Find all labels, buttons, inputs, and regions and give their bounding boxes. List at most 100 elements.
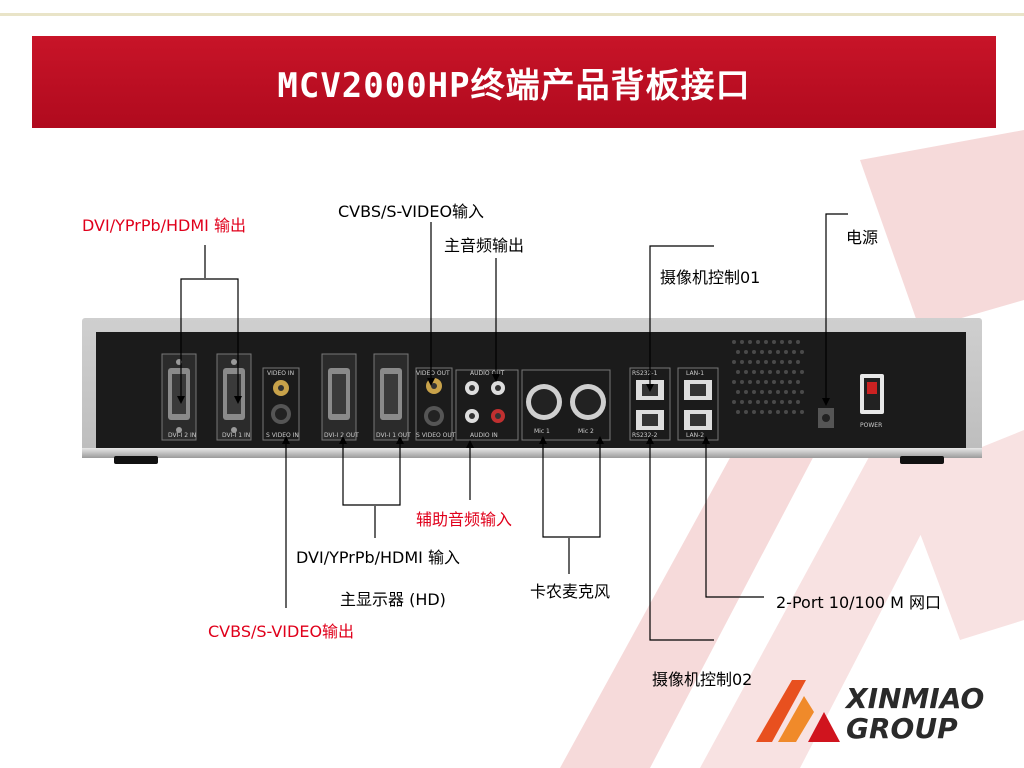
video-out-group <box>415 367 453 441</box>
panel-label-s-video-out: S VIDEO OUT <box>416 432 456 439</box>
vent-hole <box>772 380 776 384</box>
vent-hole <box>792 390 796 394</box>
vent-hole <box>792 370 796 374</box>
panel-label-rs232-2: RS232-2 <box>632 432 658 439</box>
vent-hole <box>760 410 764 414</box>
label-dvi-in: DVI/YPrPb/HDMI 输入 <box>296 548 460 567</box>
vent-hole <box>760 390 764 394</box>
panel-label-video-in: VIDEO IN <box>267 370 295 377</box>
panel-label-power: POWER <box>860 422 883 429</box>
vent-hole <box>788 360 792 364</box>
vent-hole <box>772 360 776 364</box>
vent-hole <box>752 350 756 354</box>
label-aux-audio-in: 辅助音频输入 <box>416 510 513 529</box>
vent-hole <box>776 390 780 394</box>
rs232-group <box>629 367 671 441</box>
vent-hole <box>784 350 788 354</box>
panel-label-lan1: LAN-1 <box>686 370 705 377</box>
label-dvi-out: DVI/YPrPb/HDMI 输出 <box>82 216 246 235</box>
vent-hole <box>740 360 744 364</box>
vent-hole <box>740 380 744 384</box>
vent-hole <box>764 360 768 364</box>
vent-hole <box>732 360 736 364</box>
vent-hole <box>752 390 756 394</box>
panel-label-lan2: LAN-2 <box>686 432 705 439</box>
vent-hole <box>784 370 788 374</box>
vent-hole <box>788 400 792 404</box>
vent-hole <box>732 340 736 344</box>
vent-hole <box>796 400 800 404</box>
panel-label-audio-out: AUDIO OUT <box>470 370 505 377</box>
panel-label-rs232-1: RS232-1 <box>632 370 658 377</box>
panel-label-video-out: VIDEO OUT <box>416 370 450 377</box>
panel-label-dvi1-in: DVI-I 1 IN <box>222 432 251 439</box>
vent-hole <box>788 380 792 384</box>
vent-hole <box>748 340 752 344</box>
label-power: 电源 <box>846 228 879 247</box>
vent-hole <box>764 340 768 344</box>
device-ports <box>161 340 884 441</box>
dvi1-out-port <box>373 353 409 441</box>
device-foot-left <box>114 456 158 464</box>
vent-hole <box>796 340 800 344</box>
label-main-audio-out: 主音频输出 <box>444 236 525 255</box>
vent-hole <box>788 340 792 344</box>
vent-hole <box>752 410 756 414</box>
label-xlr-mic: 卡农麦克风 <box>530 582 611 601</box>
xinmiao-logo-mark <box>756 680 840 742</box>
video-in-group <box>262 367 300 441</box>
vent-hole <box>752 370 756 374</box>
vent-hole <box>748 380 752 384</box>
vent-hole <box>736 390 740 394</box>
vent-hole <box>800 370 804 374</box>
vent-hole <box>792 410 796 414</box>
title-banner: MCV2000HP终端产品背板接口 <box>32 36 996 128</box>
vent-hole <box>756 360 760 364</box>
vent-hole <box>748 360 752 364</box>
label-lan: 2-Port 10/100 M 网口 <box>776 593 942 612</box>
power-jack <box>818 408 834 428</box>
vent-hole <box>744 390 748 394</box>
xlr-mic-group <box>521 369 611 441</box>
panel-label-mic2: Mic 2 <box>578 428 594 435</box>
vent-hole <box>768 350 772 354</box>
vent-hole <box>800 390 804 394</box>
label-camera-ctrl-01: 摄像机控制01 <box>660 268 761 287</box>
top-rule <box>0 13 1024 16</box>
vent-hole <box>800 350 804 354</box>
label-camera-ctrl-02: 摄像机控制02 <box>652 670 753 689</box>
vent-hole <box>792 350 796 354</box>
vent-hole <box>800 410 804 414</box>
vent-hole <box>756 400 760 404</box>
vent-hole <box>772 340 776 344</box>
vent-hole <box>768 410 772 414</box>
vent-hole <box>764 400 768 404</box>
audio-group <box>455 369 519 441</box>
label-cvbs-out: CVBS/S-VIDEO输出 <box>208 622 355 641</box>
vent-hole <box>768 370 772 374</box>
xinmiao-logo: XINMIAO GROUP <box>752 676 1002 746</box>
vent-hole <box>736 410 740 414</box>
vent-grid <box>732 340 804 414</box>
vent-hole <box>736 370 740 374</box>
label-main-display: 主显示器 (HD) <box>340 590 446 609</box>
dvi2-in-port <box>161 353 197 441</box>
panel-label-dvi2-in: DVI-I 2 IN <box>168 432 197 439</box>
panel-label-s-video-in: S VIDEO IN <box>266 432 299 439</box>
vent-hole <box>744 350 748 354</box>
label-cvbs-in: CVBS/S-VIDEO输入 <box>338 202 485 221</box>
vent-hole <box>780 380 784 384</box>
vent-hole <box>796 360 800 364</box>
vent-hole <box>740 340 744 344</box>
logo-line2: GROUP <box>846 712 958 745</box>
vent-hole <box>732 380 736 384</box>
vent-hole <box>780 340 784 344</box>
vent-hole <box>736 350 740 354</box>
vent-hole <box>768 390 772 394</box>
vent-hole <box>780 400 784 404</box>
vent-hole <box>776 410 780 414</box>
panel-label-audio-in: AUDIO IN <box>470 432 498 439</box>
vent-hole <box>764 380 768 384</box>
vent-hole <box>760 350 764 354</box>
vent-hole <box>756 340 760 344</box>
